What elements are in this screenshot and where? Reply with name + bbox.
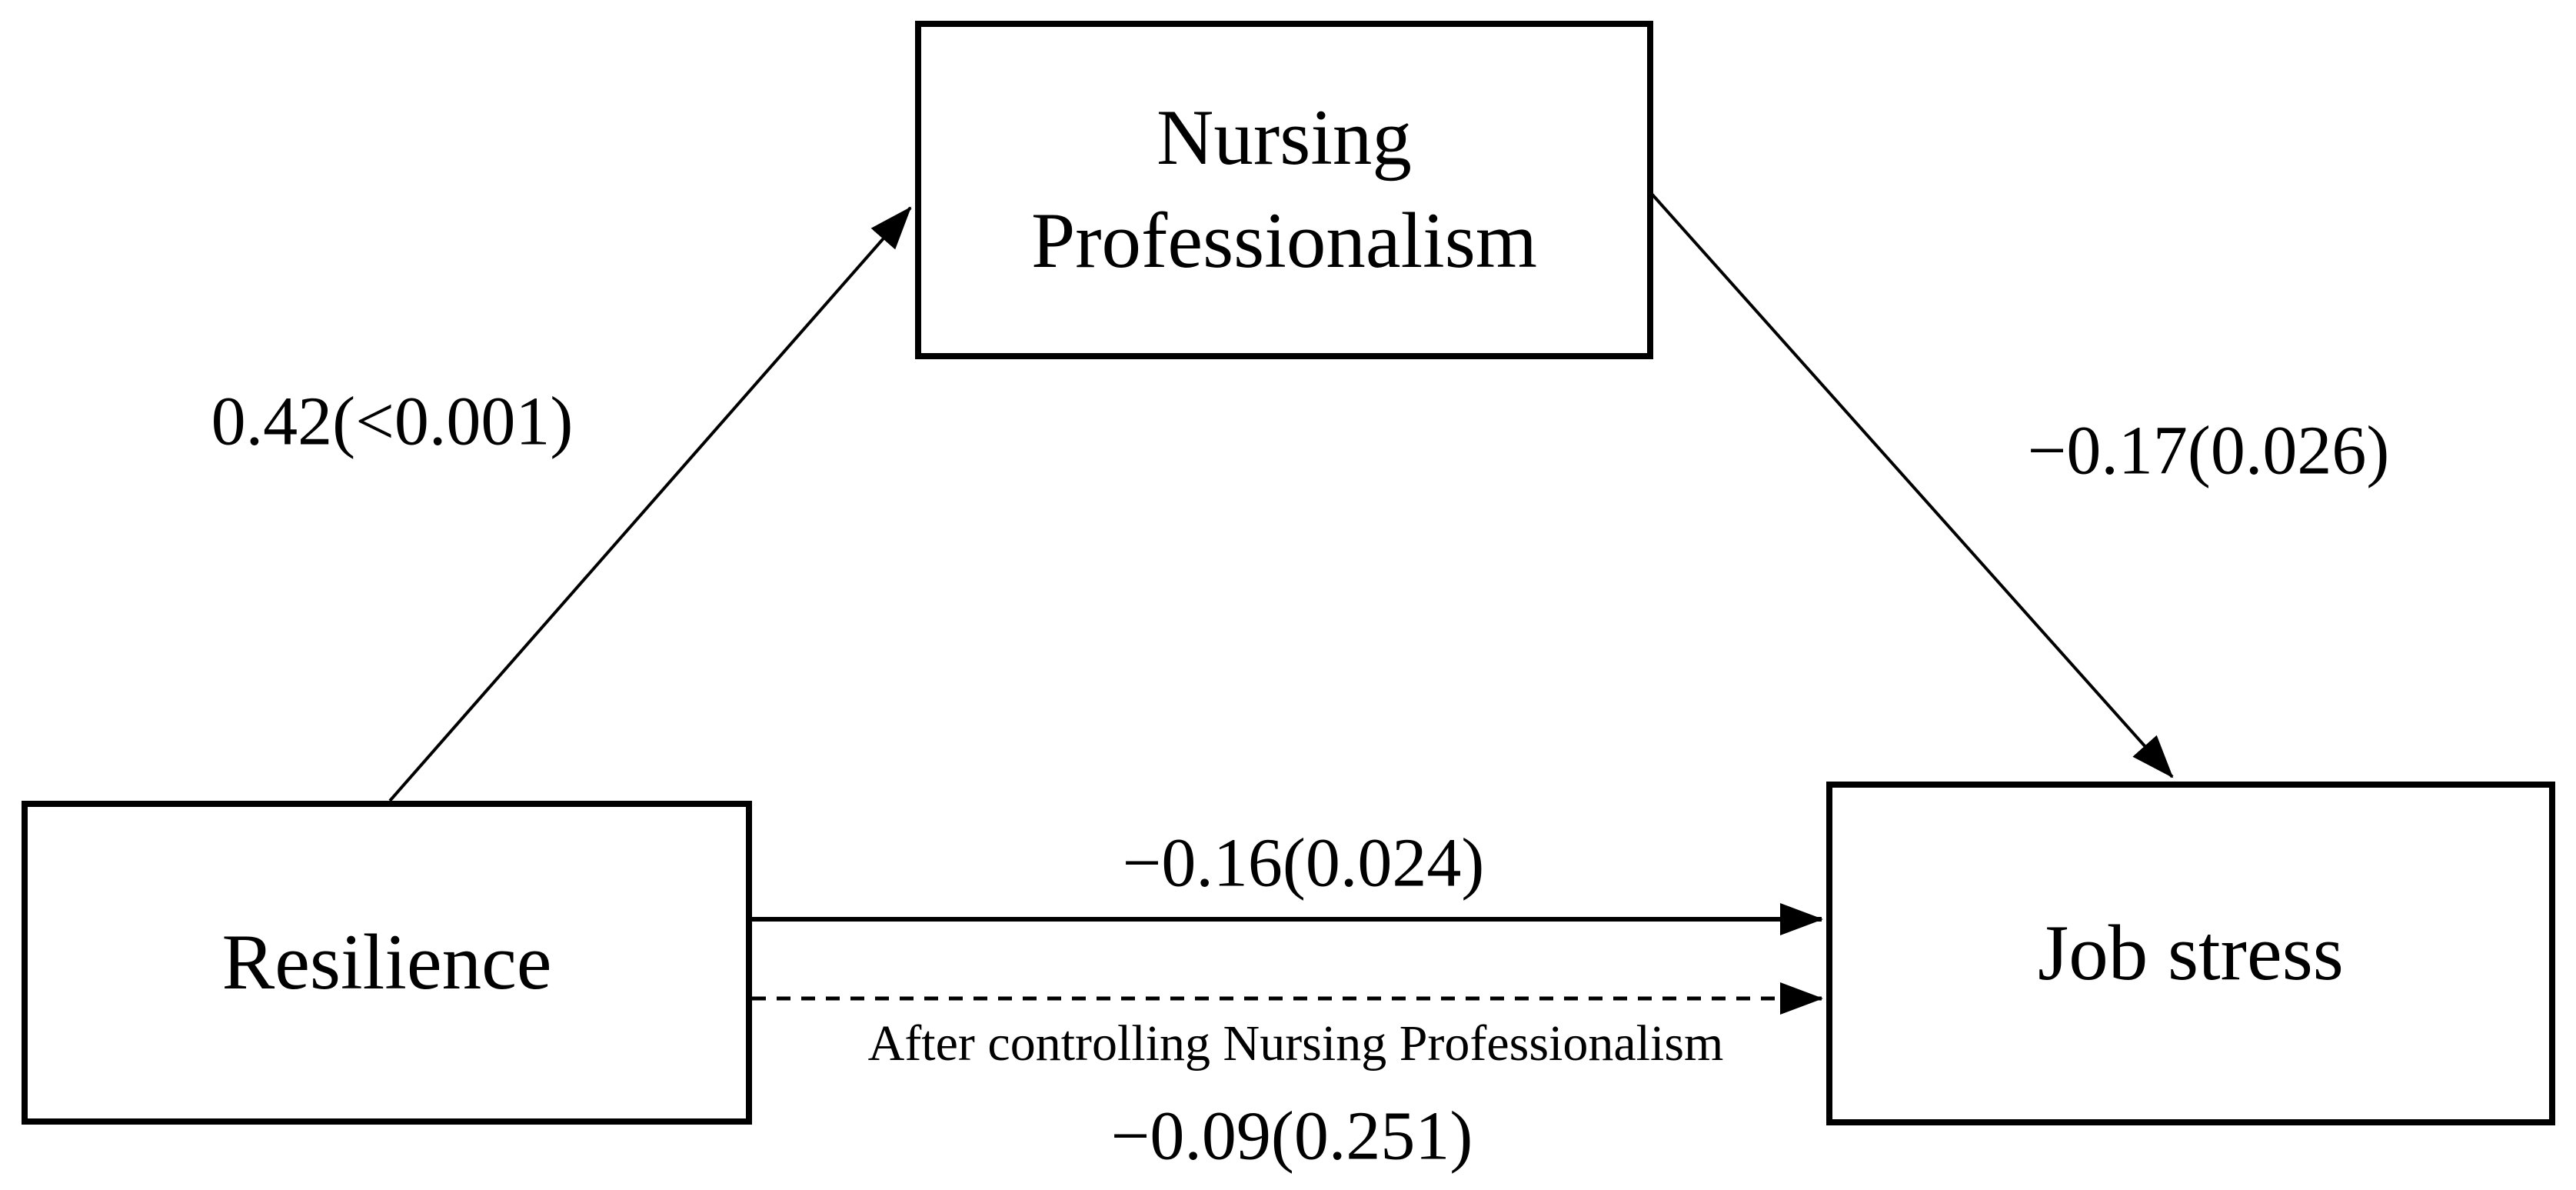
coefficient-predictor-to-outcome-direct: −0.09(0.251) bbox=[1110, 1098, 1473, 1175]
node-nursing-professionalism-label-line1: Nursing bbox=[1157, 94, 1412, 182]
node-job-stress: Job stress bbox=[1826, 782, 2555, 1125]
note-after-controlling: After controlling Nursing Professionalis… bbox=[867, 1015, 1724, 1072]
node-resilience-label: Resilience bbox=[221, 918, 552, 1006]
arrow-mediator-to-outcome bbox=[1650, 192, 2174, 778]
coefficient-predictor-to-outcome-total: −0.16(0.024) bbox=[1122, 825, 1485, 902]
node-job-stress-label: Job stress bbox=[2038, 908, 2344, 997]
node-nursing-professionalism-label-line2: Professionalism bbox=[1030, 197, 1538, 285]
node-resilience: Resilience bbox=[22, 801, 752, 1125]
coefficient-predictor-to-mediator: 0.42(<0.001) bbox=[211, 383, 574, 460]
arrow-predictor-to-mediator bbox=[388, 206, 912, 802]
coefficient-mediator-to-outcome: −0.17(0.026) bbox=[2027, 412, 2390, 489]
node-nursing-professionalism: Nursing Professionalism bbox=[915, 21, 1653, 359]
